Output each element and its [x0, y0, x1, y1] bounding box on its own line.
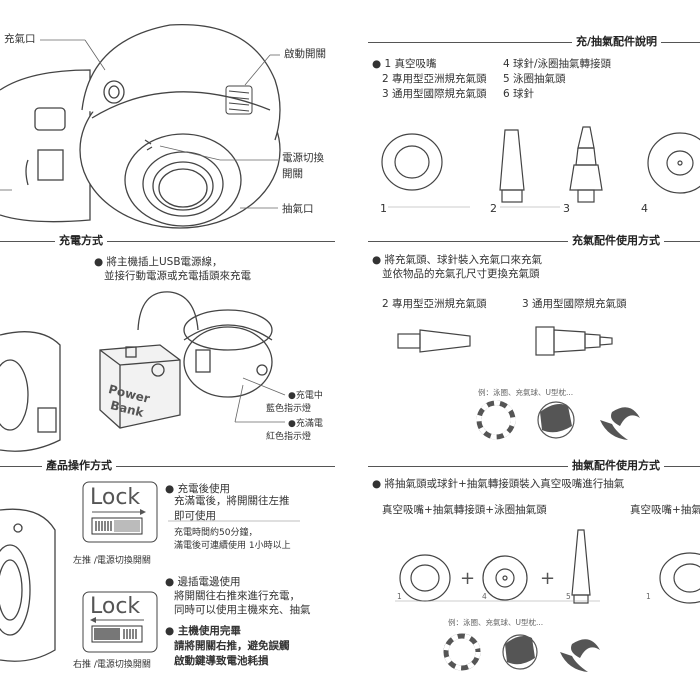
left-push-label: 左推 /電源切換開關 [73, 556, 151, 566]
inflate-line-2: 並依物品的充氣孔尺寸更換充氣頭 [382, 268, 540, 280]
deflate-num-4: 4 [482, 592, 487, 601]
operation-illustration [0, 481, 300, 662]
deflate-num-5: 5 [566, 592, 571, 601]
inflate-line-1: ● 將充氣頭、球針裝入充氣口來充氣 [372, 254, 542, 266]
charging-illustration [0, 291, 286, 452]
done-title: ● 主機使用完畢 [165, 625, 241, 637]
charged-line-2: 即可使用 [174, 510, 216, 522]
plus-sign: + [460, 568, 476, 589]
lock-text-1: Lock [90, 485, 141, 510]
right-push-label: 右推 /電源切換開關 [73, 660, 151, 670]
accessory-item-6: 6 球針 [503, 88, 535, 100]
divider [368, 241, 700, 242]
charged-small-1: 充電時間約50分鐘， [174, 528, 258, 538]
full-indicator: ●充滿電 [288, 419, 323, 429]
accessory-item-1: ● 1 真空吸嘴 [372, 58, 437, 70]
inflate-label-2: 2 專用型亞洲規充氣頭 [382, 298, 487, 310]
inflate-title: 充氣配件使用方式 [568, 234, 664, 248]
divider [368, 466, 700, 467]
charged-line-1: 充滿電後，將開關往左推 [174, 495, 290, 507]
accessory-num-1: 1 [380, 202, 387, 215]
plus-sign: + [540, 568, 556, 589]
while-charging-title: ● 邊插電邊使用 [165, 576, 241, 588]
deflate-example: 例：泳圈、充氣球、U型枕... [448, 618, 544, 627]
divider [368, 42, 700, 43]
accessory-num-2: 2 [490, 202, 497, 215]
device-illustration [0, 23, 281, 229]
charged-title: ● 充電後使用 [165, 483, 230, 495]
deflate-combo-2: 真空吸嘴+抽氣 [630, 504, 700, 516]
deflate-combo-1: 真空吸嘴+抽氣轉接頭+泳圈抽氣頭 [382, 504, 547, 516]
accessory-num-4: 4 [641, 202, 648, 215]
done-line-2: 啟動鍵導致電池耗損 [174, 655, 269, 667]
done-line-1: 請將開關右推，避免誤觸 [174, 640, 290, 652]
blue-light-label: 藍色指示燈 [266, 404, 312, 414]
charging-line-1: ● 將主機插上USB電源線， [94, 256, 223, 268]
divider [0, 241, 335, 242]
deflate-num-1: 1 [397, 592, 402, 601]
while-charging-line-1: 將開關往右推來進行充電， [174, 590, 300, 602]
deflate-line-1: ● 將抽氣頭或球針+抽氣轉接頭裝入真空吸嘴進行抽氣 [372, 478, 625, 490]
charging-line-2: 並接行動電源或充電插頭來充電 [104, 270, 251, 282]
operation-title: 產品操作方式 [42, 459, 116, 473]
power-switch-label-2: 開關 [282, 168, 303, 180]
red-light-label: 紅色指示燈 [266, 432, 312, 442]
charging-title: 充電方式 [55, 234, 107, 248]
accessory-item-5: 5 泳圈抽氣頭 [503, 73, 566, 85]
accessory-item-2: 2 專用型亞洲規充氣頭 [382, 73, 487, 85]
charged-small-2: 滿電後可連續使用 1小時以上 [174, 541, 291, 551]
divider [0, 466, 335, 467]
charging-indicator: ●充電中 [288, 391, 323, 401]
charge-port-label: 充氣口 [4, 33, 36, 45]
inflate-example: 例：泳圈、充氣球、U型枕... [478, 388, 574, 397]
accessories-title: 充/抽氣配件說明 [572, 35, 662, 49]
exhaust-port-label: 抽氣口 [282, 203, 314, 215]
deflate-title: 抽氣配件使用方式 [568, 459, 664, 473]
power-switch-label-1: 電源切換 [282, 152, 324, 164]
accessory-item-4: 4 球針/泳圈抽氣轉接頭 [503, 58, 612, 70]
deflate-num-1b: 1 [646, 592, 651, 601]
start-switch-label: 啟動開關 [284, 48, 326, 60]
accessory-num-3: 3 [563, 202, 570, 215]
while-charging-line-2: 同時可以使用主機來充、抽氣 [174, 604, 311, 616]
inflate-label-3: 3 通用型國際規充氣頭 [522, 298, 627, 310]
lock-text-2: Lock [90, 594, 141, 619]
accessory-item-3: 3 通用型國際規充氣頭 [382, 88, 487, 100]
